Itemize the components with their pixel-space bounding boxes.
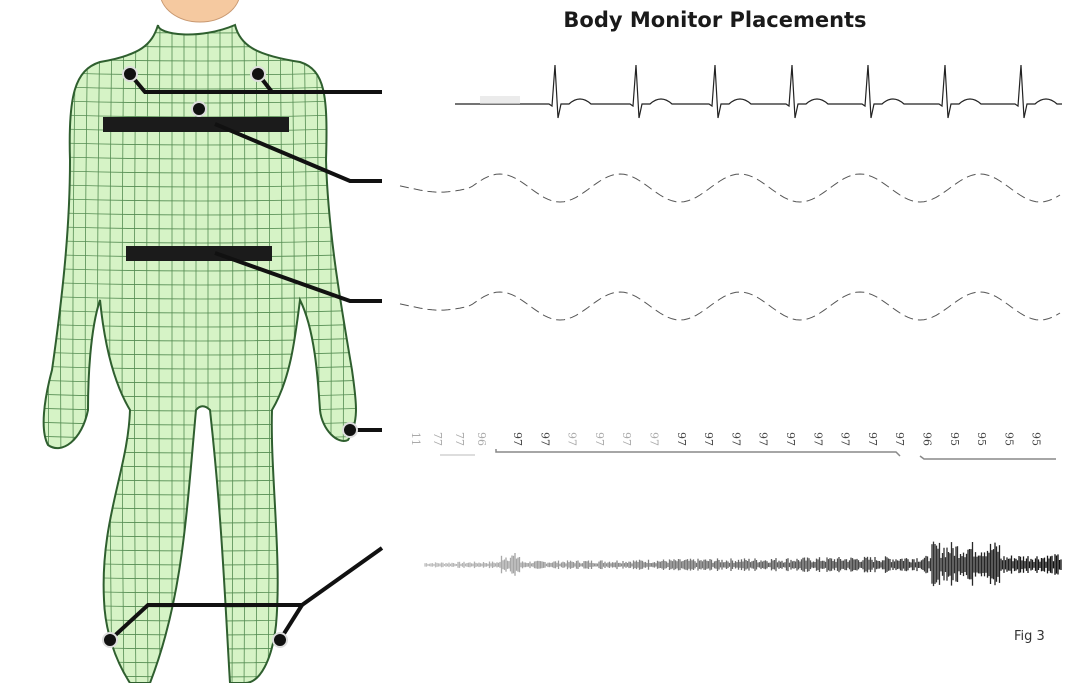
spo2-value: 97 <box>593 432 606 446</box>
spo2-value: 97 <box>702 432 715 446</box>
spo2-partial-value: 11 <box>409 432 422 446</box>
abdomen-strap <box>126 246 272 261</box>
spo2-value: 97 <box>511 432 524 446</box>
electrode-right-knee <box>273 633 287 647</box>
emg-waveform <box>425 542 1061 587</box>
electrode-sternum <box>192 102 206 116</box>
spo2-bracket <box>920 456 1056 459</box>
spo2-value: 97 <box>866 432 879 446</box>
spo2-value: 95 <box>1002 432 1015 446</box>
spo2-value: 97 <box>620 432 633 446</box>
spo2-value: 97 <box>893 432 906 446</box>
spo2-value: 97 <box>839 432 852 446</box>
electrode-left-knee <box>103 633 117 647</box>
ecg-noise <box>480 96 520 104</box>
head <box>160 0 240 22</box>
spo2-value: 97 <box>648 432 661 446</box>
electrode-right-shoulder <box>251 67 265 81</box>
spo2-value: 97 <box>675 432 688 446</box>
ecg-waveform <box>455 65 1062 118</box>
respiration-line <box>400 292 1060 320</box>
spo2-value: 97 <box>784 432 797 446</box>
respiration-line <box>400 174 1060 202</box>
electrode-left-shoulder <box>123 67 137 81</box>
spo2-value: 97 <box>538 432 551 446</box>
spo2-value: 97 <box>757 432 770 446</box>
spo2-partial-value: 96 <box>475 432 488 446</box>
ecg-line <box>455 65 1062 118</box>
finger-sensor <box>343 423 357 437</box>
spo2-readout: 11 77 77 96 97 97 97 97 97 97 97 97 97 97 97 97 97 97 97 96… <box>409 432 1056 459</box>
spo2-bracket <box>496 449 900 456</box>
spo2-partial-value: 77 <box>431 432 444 446</box>
upper-chest-strap <box>103 117 289 132</box>
spo2-value: 96 <box>921 432 934 446</box>
spo2-value: 97 <box>566 432 579 446</box>
spo2-value: 95 <box>975 432 988 446</box>
spo2-value: 95 <box>1030 432 1043 446</box>
spo2-value: 95 <box>948 432 961 446</box>
chest-respiration-waveform <box>400 174 1060 202</box>
abdomen-respiration-waveform <box>400 292 1060 320</box>
spo2-partial-value: 77 <box>453 432 466 446</box>
spo2-value: 97 <box>811 432 824 446</box>
spo2-value: 97 <box>729 432 742 446</box>
